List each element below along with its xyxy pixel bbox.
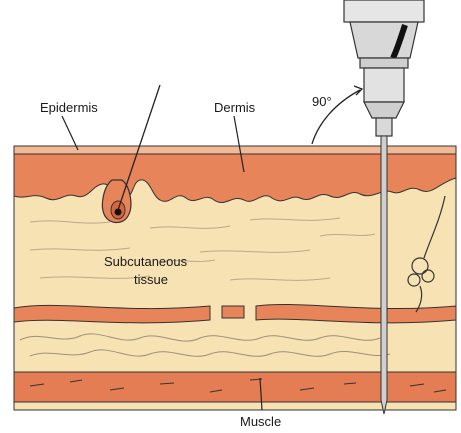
label-subcutaneous-2: tissue xyxy=(134,272,168,287)
epidermis-leader xyxy=(62,116,78,150)
syringe-icon xyxy=(344,0,424,136)
label-muscle: Muscle xyxy=(240,414,281,429)
label-angle: 90° xyxy=(312,94,332,109)
label-subcutaneous-1: Subcutaneous xyxy=(104,254,188,269)
label-epidermis: Epidermis xyxy=(40,100,98,115)
epidermis-layer xyxy=(14,146,456,154)
muscle-layer xyxy=(14,372,456,402)
label-dermis: Dermis xyxy=(214,100,256,115)
needle-icon xyxy=(381,136,387,414)
